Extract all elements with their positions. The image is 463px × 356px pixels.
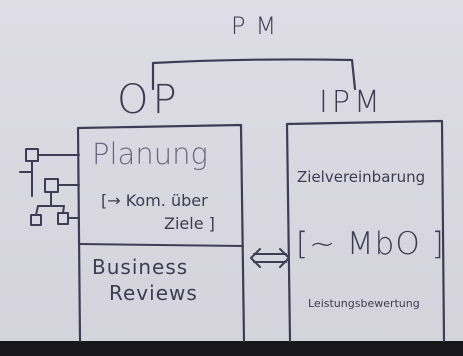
kommunikation-note-line2: Ziele ] <box>164 214 215 233</box>
mbo-text: [~ MbO ] <box>296 226 445 262</box>
pm-bracket <box>151 58 357 91</box>
pm-label: PM <box>231 12 287 40</box>
op-box <box>76 123 246 343</box>
leistungsbewertung-text: Leistungsbewertung <box>308 297 420 310</box>
business-text: Business <box>92 255 189 279</box>
ipm-box <box>285 119 446 343</box>
ipm-label: IPM <box>319 85 384 120</box>
org-chart-sketch <box>19 148 80 226</box>
photo-bottom-edge <box>0 341 463 356</box>
op-label: OP <box>117 77 181 123</box>
kommunikation-note-line1: [→ Kom. über <box>101 191 208 210</box>
planung-text: Planung <box>92 137 208 171</box>
op-box-divider <box>79 243 244 247</box>
reviews-text: Reviews <box>109 281 198 305</box>
double-arrow <box>250 248 290 268</box>
zielvereinbarung-text: Zielvereinbarung <box>297 168 426 186</box>
